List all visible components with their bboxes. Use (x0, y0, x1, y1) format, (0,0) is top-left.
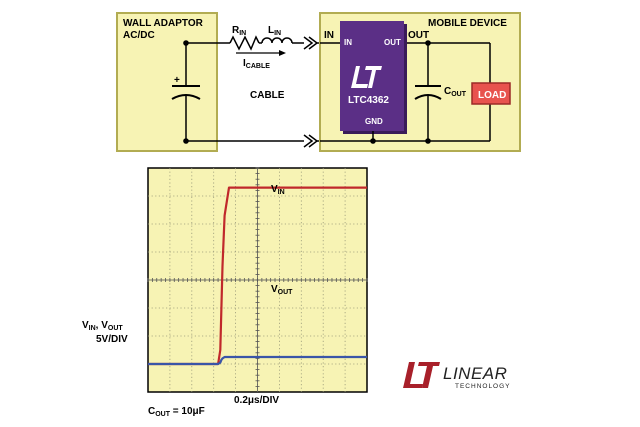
wall-adaptor-sub: AC/DC (123, 30, 155, 41)
node-dot (370, 138, 376, 144)
adaptor-cap-plate-bottom (171, 94, 201, 100)
scope-ylabel-line1: VIN, VOUT (82, 320, 123, 332)
mobile-device-title: MOBILE DEVICE (428, 18, 507, 29)
cout-label: COUT (444, 86, 467, 98)
lin-inductor (261, 37, 293, 44)
scope-screen (147, 167, 368, 393)
chip-gnd-pin: GND (365, 117, 383, 126)
linear-technology-logo: LINEAR TECHNOLOGY (403, 362, 511, 390)
cable-label: CABLE (250, 90, 285, 101)
connector-bottom (303, 134, 314, 148)
logo-line2: TECHNOLOGY (455, 383, 511, 390)
rin-resistor (229, 35, 260, 51)
icable-arrow-head (279, 50, 286, 56)
lt-logo-icon (351, 66, 382, 88)
vin-trace-label: VIN (271, 184, 285, 196)
wall-adaptor-panel (116, 12, 218, 152)
lin-label: LIN (268, 25, 281, 37)
vout-trace (148, 355, 367, 366)
vout-trace-label: VOUT (271, 284, 293, 296)
logo-line1: LINEAR (443, 364, 507, 383)
chip-out-pin: OUT (384, 38, 401, 47)
load-box (471, 82, 511, 105)
scope-traces (148, 186, 367, 366)
icable-label: ICABLE (243, 58, 270, 70)
wall-adaptor-title: WALL ADAPTOR (123, 18, 204, 29)
chip-in-pin: IN (344, 38, 352, 47)
scope-xlabel: 0.2μs/DIV (234, 395, 279, 406)
scope-ylabel-line2: 5V/DIV (96, 334, 128, 345)
chip-name: LTC4362 (348, 95, 389, 106)
rin-label: RIN (232, 25, 246, 37)
lt-brand-icon (403, 362, 440, 388)
adaptor-cap-polarity: + (174, 75, 180, 86)
connector-top (303, 36, 314, 50)
out-label: OUT (408, 30, 429, 41)
cout-note: COUT = 10μF (148, 406, 205, 418)
cout-plate-bottom (414, 94, 442, 100)
in-label: IN (324, 30, 334, 41)
load-label: LOAD (478, 90, 506, 101)
